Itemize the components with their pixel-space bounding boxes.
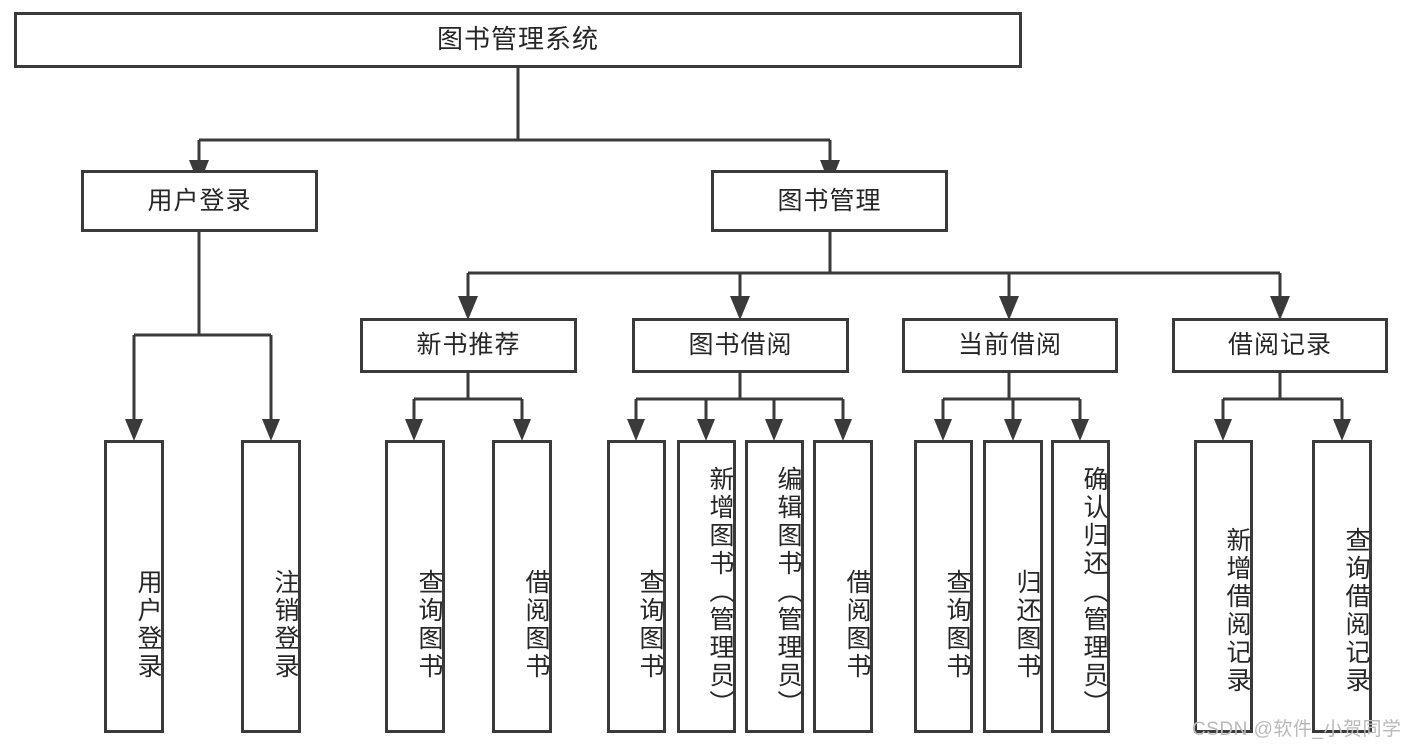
node-label: 确认归还（管理员） [1080,465,1108,718]
leaf-book-borrow-query[interactable]: 查询图书 [607,440,666,733]
node-label: 查询图书 [943,568,971,681]
node-borrow-record[interactable]: 借阅记录 [1172,318,1388,373]
leaf-current-borrow-confirm-return[interactable]: 确认归还（管理员） [1051,440,1110,733]
node-label: 归还图书 [1013,568,1041,681]
node-label: 借阅图书 [843,568,871,681]
leaf-current-borrow-query[interactable]: 查询图书 [914,440,973,733]
node-root-system[interactable]: 图书管理系统 [14,12,1022,68]
node-label: 用户登录 [147,186,252,215]
node-label: 借阅记录 [1227,331,1332,360]
node-user-login[interactable]: 用户登录 [81,170,318,232]
node-label: 当前借阅 [957,331,1062,360]
leaf-book-borrow-borrow[interactable]: 借阅图书 [813,440,873,733]
node-new-book-recommend[interactable]: 新书推荐 [360,318,577,373]
node-label: 注销登录 [271,568,299,681]
leaf-borrow-record-query[interactable]: 查询借阅记录 [1312,440,1372,733]
node-label: 图书借阅 [688,331,793,360]
leaf-user-login-login[interactable]: 用户登录 [104,440,164,733]
leaf-new-book-query[interactable]: 查询图书 [385,440,445,733]
leaf-book-borrow-add[interactable]: 新增图书（管理员） [677,440,736,733]
node-label: 新书推荐 [416,331,521,360]
csdn-watermark: CSDN @软件_小贺同学 [1192,719,1402,740]
leaf-book-borrow-edit[interactable]: 编辑图书（管理员） [745,440,804,733]
node-label: 新增图书（管理员） [706,465,734,718]
node-book-management[interactable]: 图书管理 [711,170,948,232]
node-label: 图书管理 [777,186,882,215]
leaf-new-book-borrow[interactable]: 借阅图书 [492,440,552,733]
node-label: 用户登录 [134,568,162,681]
node-label: 图书管理系统 [436,24,599,55]
node-book-borrow[interactable]: 图书借阅 [632,318,849,373]
leaf-user-login-logout[interactable]: 注销登录 [241,440,301,733]
node-label: 编辑图书（管理员） [774,465,802,718]
node-label: 查询图书 [415,568,443,681]
leaf-borrow-record-add[interactable]: 新增借阅记录 [1194,440,1253,733]
node-label: 查询图书 [636,568,664,681]
node-label: 借阅图书 [522,568,550,681]
node-current-borrow[interactable]: 当前借阅 [902,318,1118,373]
node-label: 查询借阅记录 [1342,526,1370,695]
node-label: 新增借阅记录 [1223,526,1251,695]
leaf-current-borrow-return[interactable]: 归还图书 [983,440,1043,733]
